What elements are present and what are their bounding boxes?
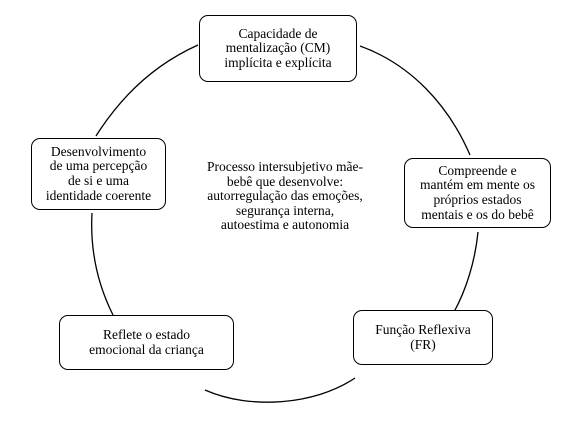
- node-capacidade-mentalizacao: Capacidade de mentalização (CM) implícit…: [199, 15, 357, 82]
- center-description: Processo intersubjetivo mãe- bebê que de…: [180, 159, 390, 255]
- arc-right-to-bottom-right: [453, 231, 479, 313]
- node-label: Reflete o estado emocional da criança: [89, 326, 204, 357]
- arc-top-to-right: [359, 45, 471, 156]
- node-label: Compreende e mantém em mente os próprios…: [419, 162, 536, 222]
- arc-bottom-left-to-left: [91, 212, 114, 316]
- node-funcao-reflexiva: Função Reflexiva (FR): [353, 310, 493, 365]
- node-compreende-estados-mentais: Compreende e mantém em mente os próprios…: [404, 158, 551, 228]
- node-label: Desenvolvimento de uma percepção de si e…: [45, 143, 152, 203]
- node-label: Capacidade de mentalização (CM) implícit…: [224, 25, 332, 70]
- node-label: Função Reflexiva (FR): [375, 321, 471, 352]
- center-text: Processo intersubjetivo mãe- bebê que de…: [207, 159, 363, 233]
- node-desenvolvimento-identidade: Desenvolvimento de uma percepção de si e…: [31, 138, 166, 210]
- arc-left-to-top: [95, 44, 199, 137]
- node-reflete-estado-emocional: Reflete o estado emocional da criança: [59, 315, 234, 370]
- arc-bottom-right-to-bottom-left: [204, 377, 356, 403]
